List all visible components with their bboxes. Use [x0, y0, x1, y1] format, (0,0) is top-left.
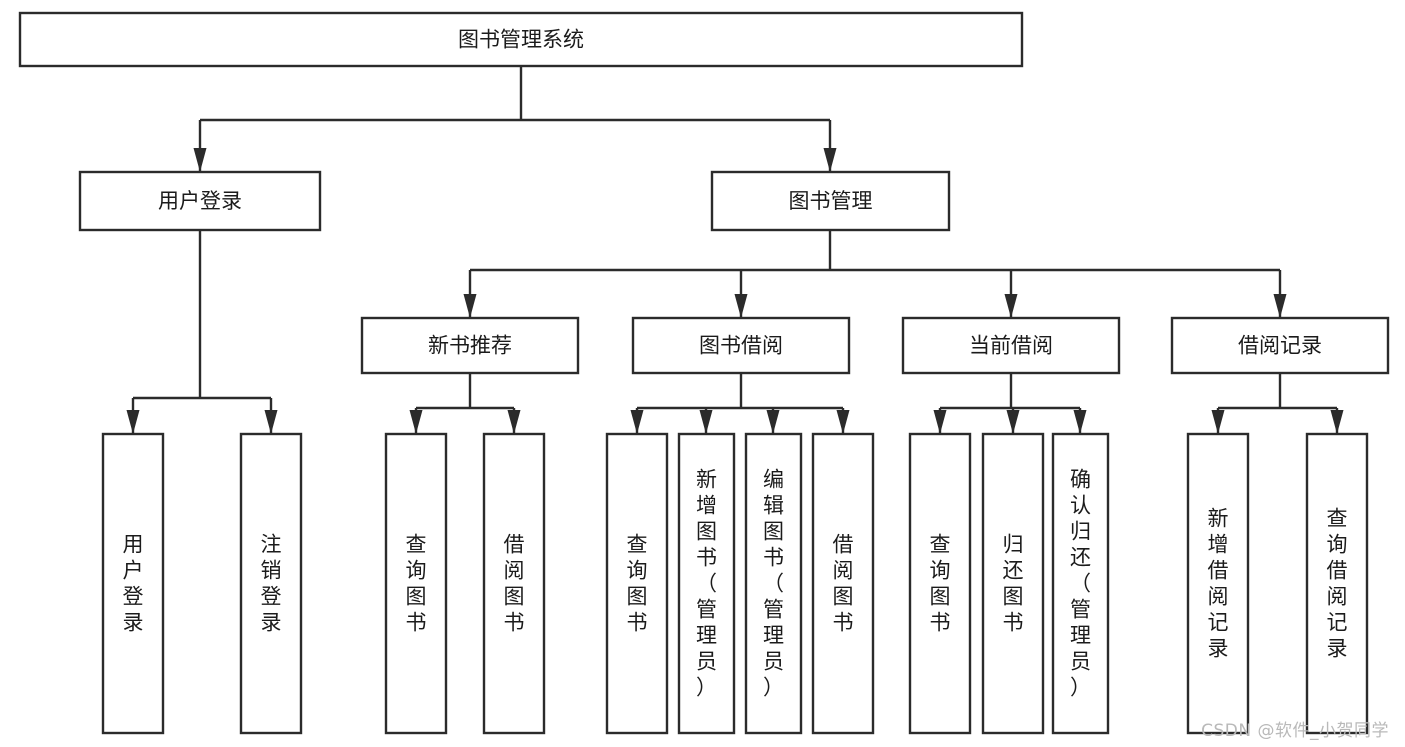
node-box-leaf-add-borrow-record[interactable]	[1186, 432, 1250, 735]
book-manage-to-submodules-arrow-0	[463, 294, 477, 318]
node-box-leaf-query-book-3[interactable]	[908, 432, 972, 735]
node-box-new-book-rec[interactable]	[360, 316, 580, 375]
csdn-watermark: CSDN @软件_小贺同学	[1201, 721, 1389, 741]
node-label-leaf-edit-book-admin: 编辑图书（管理员）	[763, 468, 784, 700]
node-box-borrow-record[interactable]	[1170, 316, 1390, 375]
new-book-rec-to-leaves-arrow-1	[507, 410, 521, 434]
borrow-record-to-leaves-arrow-0	[1211, 410, 1225, 434]
book-borrow-to-leaves-arrow-2	[766, 410, 780, 434]
node-borrow-record[interactable]: 借阅记录	[1170, 316, 1390, 375]
node-leaf-add-book-admin[interactable]: 新增图书（管理员）	[677, 432, 736, 735]
node-label-leaf-add-borrow-record: 新增借阅记录	[1208, 507, 1229, 661]
node-leaf-query-book-3[interactable]: 查询图书	[908, 432, 972, 735]
node-box-leaf-add-book-admin[interactable]	[677, 432, 736, 735]
node-box-leaf-query-borrow-record[interactable]	[1305, 432, 1369, 735]
new-book-rec-to-leaves-arrow-0	[409, 410, 423, 434]
node-leaf-user-login[interactable]: 用户登录	[101, 432, 165, 735]
node-label-leaf-query-book-2: 查询图书	[627, 533, 648, 635]
node-leaf-query-book-1[interactable]: 查询图书	[384, 432, 448, 735]
node-box-leaf-user-login[interactable]	[101, 432, 165, 735]
node-root[interactable]: 图书管理系统	[18, 11, 1024, 68]
node-leaf-query-book-2[interactable]: 查询图书	[605, 432, 669, 735]
connector-layer	[126, 66, 1344, 434]
book-manage-to-submodules-arrow-1	[734, 294, 748, 318]
book-manage-to-submodules-arrow-2	[1004, 294, 1018, 318]
root-to-modules-arrow-0	[193, 148, 207, 172]
node-label-leaf-add-book-admin: 新增图书（管理员）	[696, 468, 717, 700]
node-user-login[interactable]: 用户登录	[78, 170, 322, 232]
book-manage-to-submodules-arrow-3	[1273, 294, 1287, 318]
node-box-leaf-borrow-book-2[interactable]	[811, 432, 875, 735]
node-label-leaf-query-borrow-record: 查询借阅记录	[1327, 507, 1348, 661]
book-borrow-to-leaves-arrow-1	[699, 410, 713, 434]
node-box-book-manage[interactable]	[710, 170, 951, 232]
node-label-current-borrow: 当前借阅	[969, 334, 1053, 358]
node-label-leaf-query-book-1: 查询图书	[406, 533, 427, 635]
node-leaf-add-borrow-record[interactable]: 新增借阅记录	[1186, 432, 1250, 735]
node-label-leaf-return-book: 归还图书	[1003, 533, 1024, 635]
node-box-root[interactable]	[18, 11, 1024, 68]
node-box-leaf-logout[interactable]	[239, 432, 303, 735]
node-label-leaf-logout: 注销登录	[261, 533, 282, 635]
node-label-book-manage: 图书管理	[789, 189, 873, 213]
node-label-root: 图书管理系统	[458, 28, 584, 52]
book-borrow-to-leaves-arrow-3	[836, 410, 850, 434]
node-box-book-borrow[interactable]	[631, 316, 851, 375]
current-borrow-to-leaves-arrow-0	[933, 410, 947, 434]
current-borrow-to-leaves-arrow-2	[1073, 410, 1087, 434]
node-leaf-logout[interactable]: 注销登录	[239, 432, 303, 735]
node-box-user-login[interactable]	[78, 170, 322, 232]
node-label-book-borrow: 图书借阅	[699, 334, 783, 358]
node-box-leaf-query-book-1[interactable]	[384, 432, 448, 735]
node-current-borrow[interactable]: 当前借阅	[901, 316, 1121, 375]
node-label-leaf-borrow-book-1: 借阅图书	[504, 533, 525, 635]
node-label-leaf-confirm-return-admin: 确认归还（管理员）	[1070, 468, 1091, 700]
node-box-leaf-edit-book-admin[interactable]	[744, 432, 803, 735]
node-box-current-borrow[interactable]	[901, 316, 1121, 375]
user-login-to-leaves-arrow-0	[126, 410, 140, 434]
node-label-user-login: 用户登录	[158, 189, 242, 213]
borrow-record-to-leaves-arrow-1	[1330, 410, 1344, 434]
node-box-leaf-confirm-return-admin[interactable]	[1051, 432, 1110, 735]
node-leaf-return-book[interactable]: 归还图书	[981, 432, 1045, 735]
node-leaf-edit-book-admin[interactable]: 编辑图书（管理员）	[744, 432, 803, 735]
node-leaf-borrow-book-2[interactable]: 借阅图书	[811, 432, 875, 735]
node-label-new-book-rec: 新书推荐	[428, 334, 512, 358]
user-login-to-leaves-arrow-1	[264, 410, 278, 434]
node-book-manage[interactable]: 图书管理	[710, 170, 951, 232]
root-to-modules-arrow-1	[823, 148, 837, 172]
book-borrow-to-leaves-arrow-0	[630, 410, 644, 434]
node-label-leaf-borrow-book-2: 借阅图书	[833, 533, 854, 635]
node-label-leaf-user-login: 用户登录	[123, 533, 144, 635]
node-leaf-borrow-book-1[interactable]: 借阅图书	[482, 432, 546, 735]
current-borrow-to-leaves-arrow-1	[1006, 410, 1020, 434]
node-book-borrow[interactable]: 图书借阅	[631, 316, 851, 375]
node-new-book-rec[interactable]: 新书推荐	[360, 316, 580, 375]
node-leaf-query-borrow-record[interactable]: 查询借阅记录	[1305, 432, 1369, 735]
node-leaf-confirm-return-admin[interactable]: 确认归还（管理员）	[1051, 432, 1110, 735]
node-box-leaf-borrow-book-1[interactable]	[482, 432, 546, 735]
node-layer: 图书管理系统用户登录图书管理新书推荐图书借阅当前借阅借阅记录用户登录注销登录查询…	[18, 11, 1390, 735]
node-box-leaf-query-book-2[interactable]	[605, 432, 669, 735]
node-box-leaf-return-book[interactable]	[981, 432, 1045, 735]
node-label-leaf-query-book-3: 查询图书	[930, 533, 951, 635]
node-label-borrow-record: 借阅记录	[1238, 334, 1322, 358]
